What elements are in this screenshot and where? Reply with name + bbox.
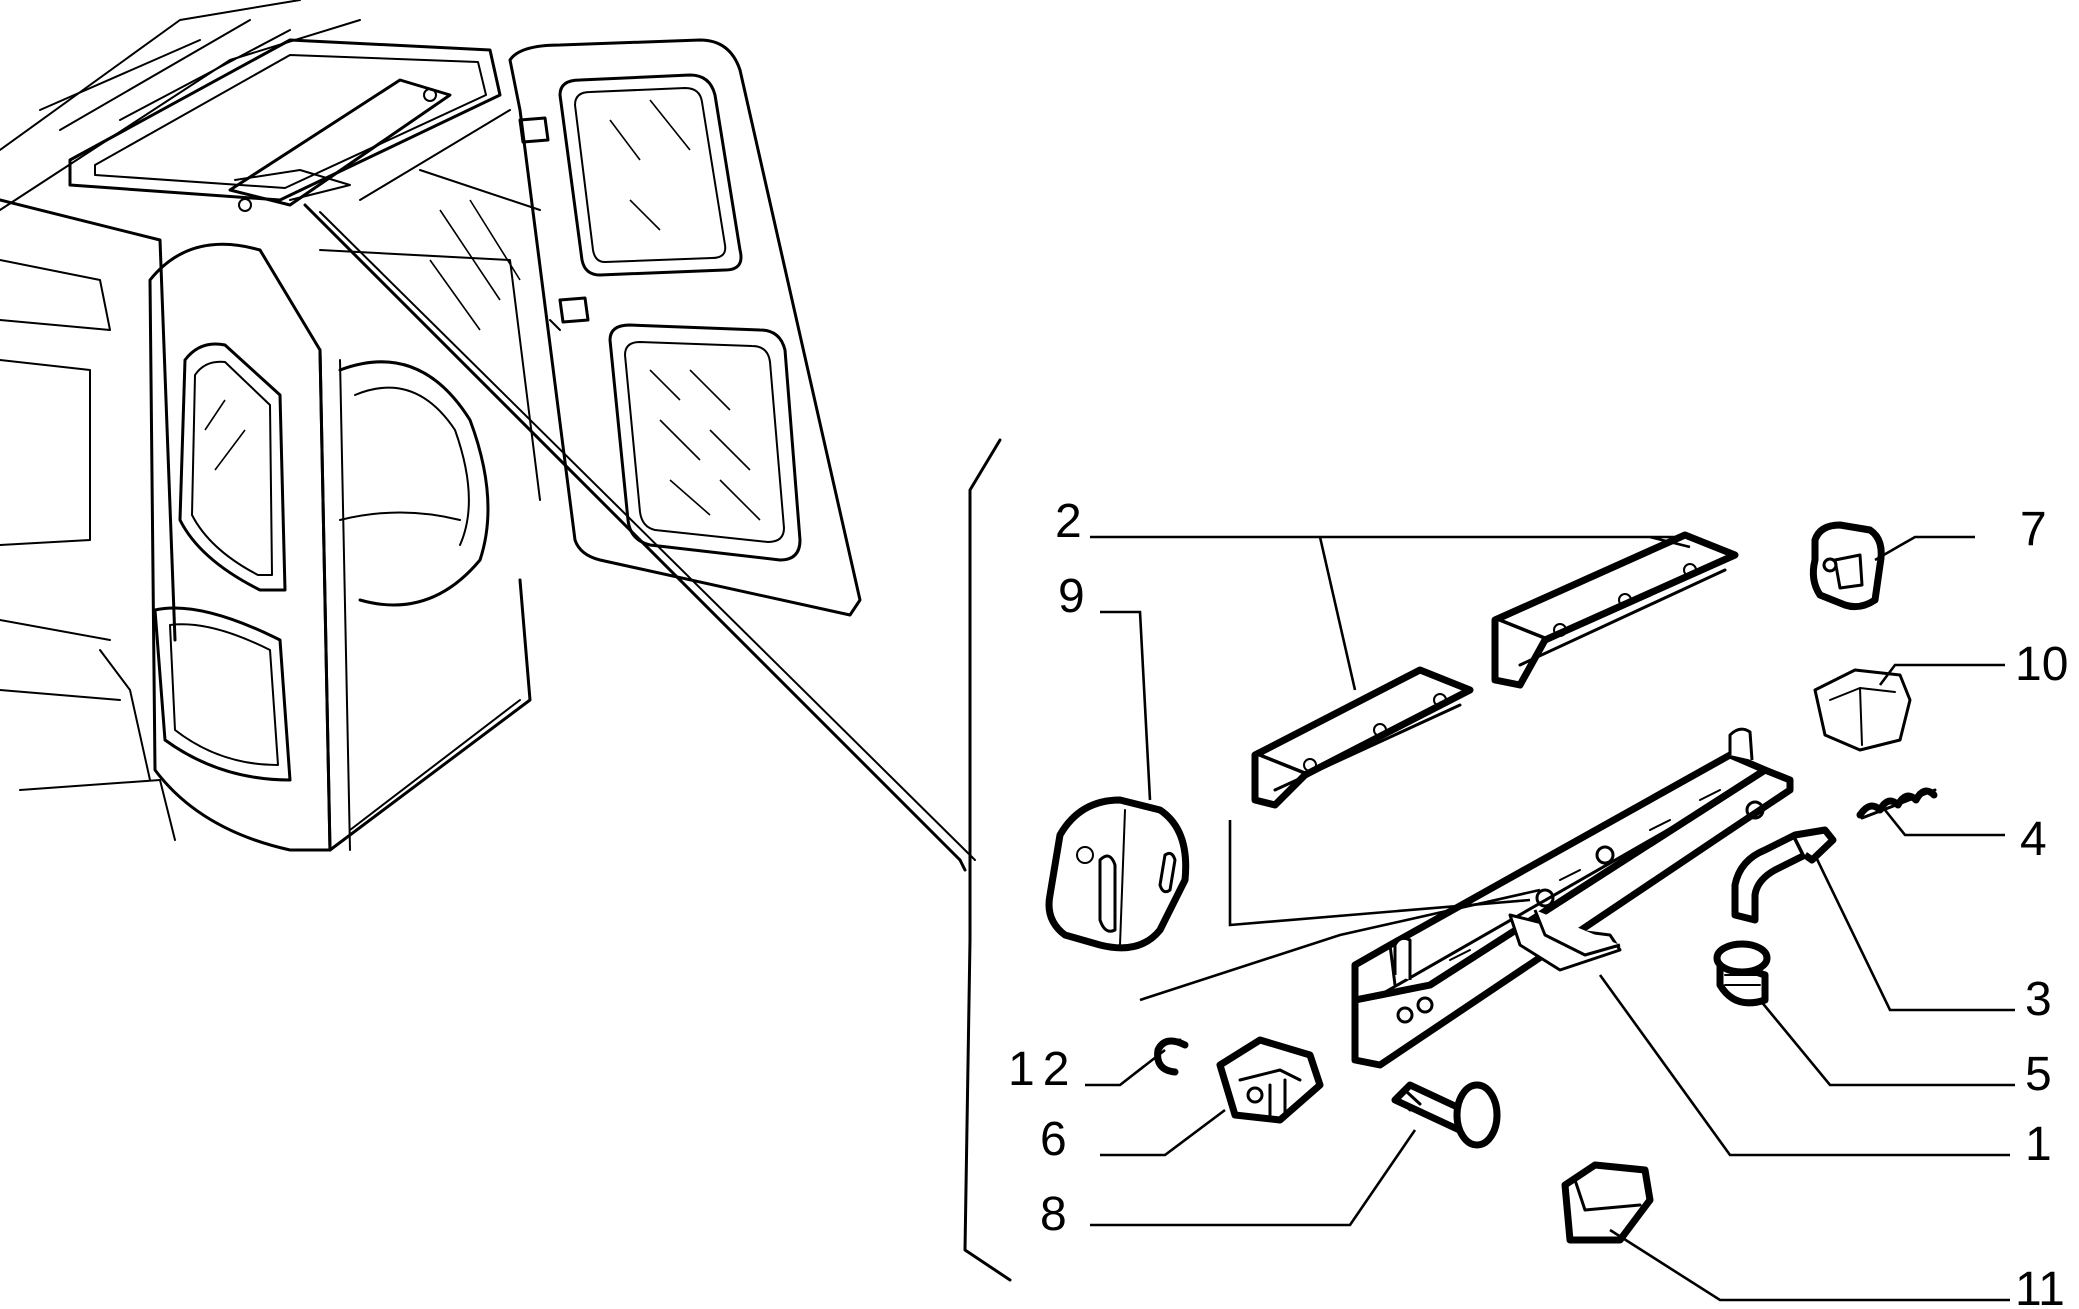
- callout-12: 12: [1008, 1043, 1077, 1096]
- callout-6: 6: [1040, 1113, 1067, 1166]
- part-2-rails: [1251, 531, 1739, 809]
- callout-7: 7: [2020, 503, 2047, 556]
- callout-8: 8: [1040, 1188, 1067, 1241]
- part-1-carrier: [1351, 727, 1794, 1069]
- part-4-spring: [1856, 787, 1938, 820]
- callout-11: 11: [2015, 1263, 2065, 1309]
- part-8-pin: [1391, 1081, 1501, 1149]
- part-11-tag: [1561, 1161, 1654, 1244]
- callout-10: 10: [2015, 638, 2068, 691]
- callout-4: 4: [2020, 813, 2047, 866]
- vehicle-rear-illustration: [0, 0, 976, 872]
- callout-3: 3: [2025, 973, 2052, 1026]
- part-6-clamp: [1216, 1036, 1324, 1124]
- exploded-view-bracket: [963, 438, 1012, 1282]
- callout-9: 9: [1058, 570, 1085, 623]
- part-10-cover: [1813, 668, 1912, 752]
- leader-lines: [1085, 535, 2015, 1302]
- part-12-clip: [1154, 1037, 1189, 1076]
- part-9-bracket: [1045, 796, 1190, 952]
- callout-5: 5: [2025, 1048, 2052, 1101]
- part-3-pin: [1731, 826, 1837, 924]
- callout-labels: 2 9 7 10 4 3 5 1 12 6 8 11: [1008, 495, 2068, 1309]
- callout-1: 1: [2025, 1118, 2052, 1171]
- part-5-knob: [1713, 940, 1771, 1007]
- callout-2: 2: [1055, 495, 1082, 548]
- part-7-cap: [1809, 521, 1885, 611]
